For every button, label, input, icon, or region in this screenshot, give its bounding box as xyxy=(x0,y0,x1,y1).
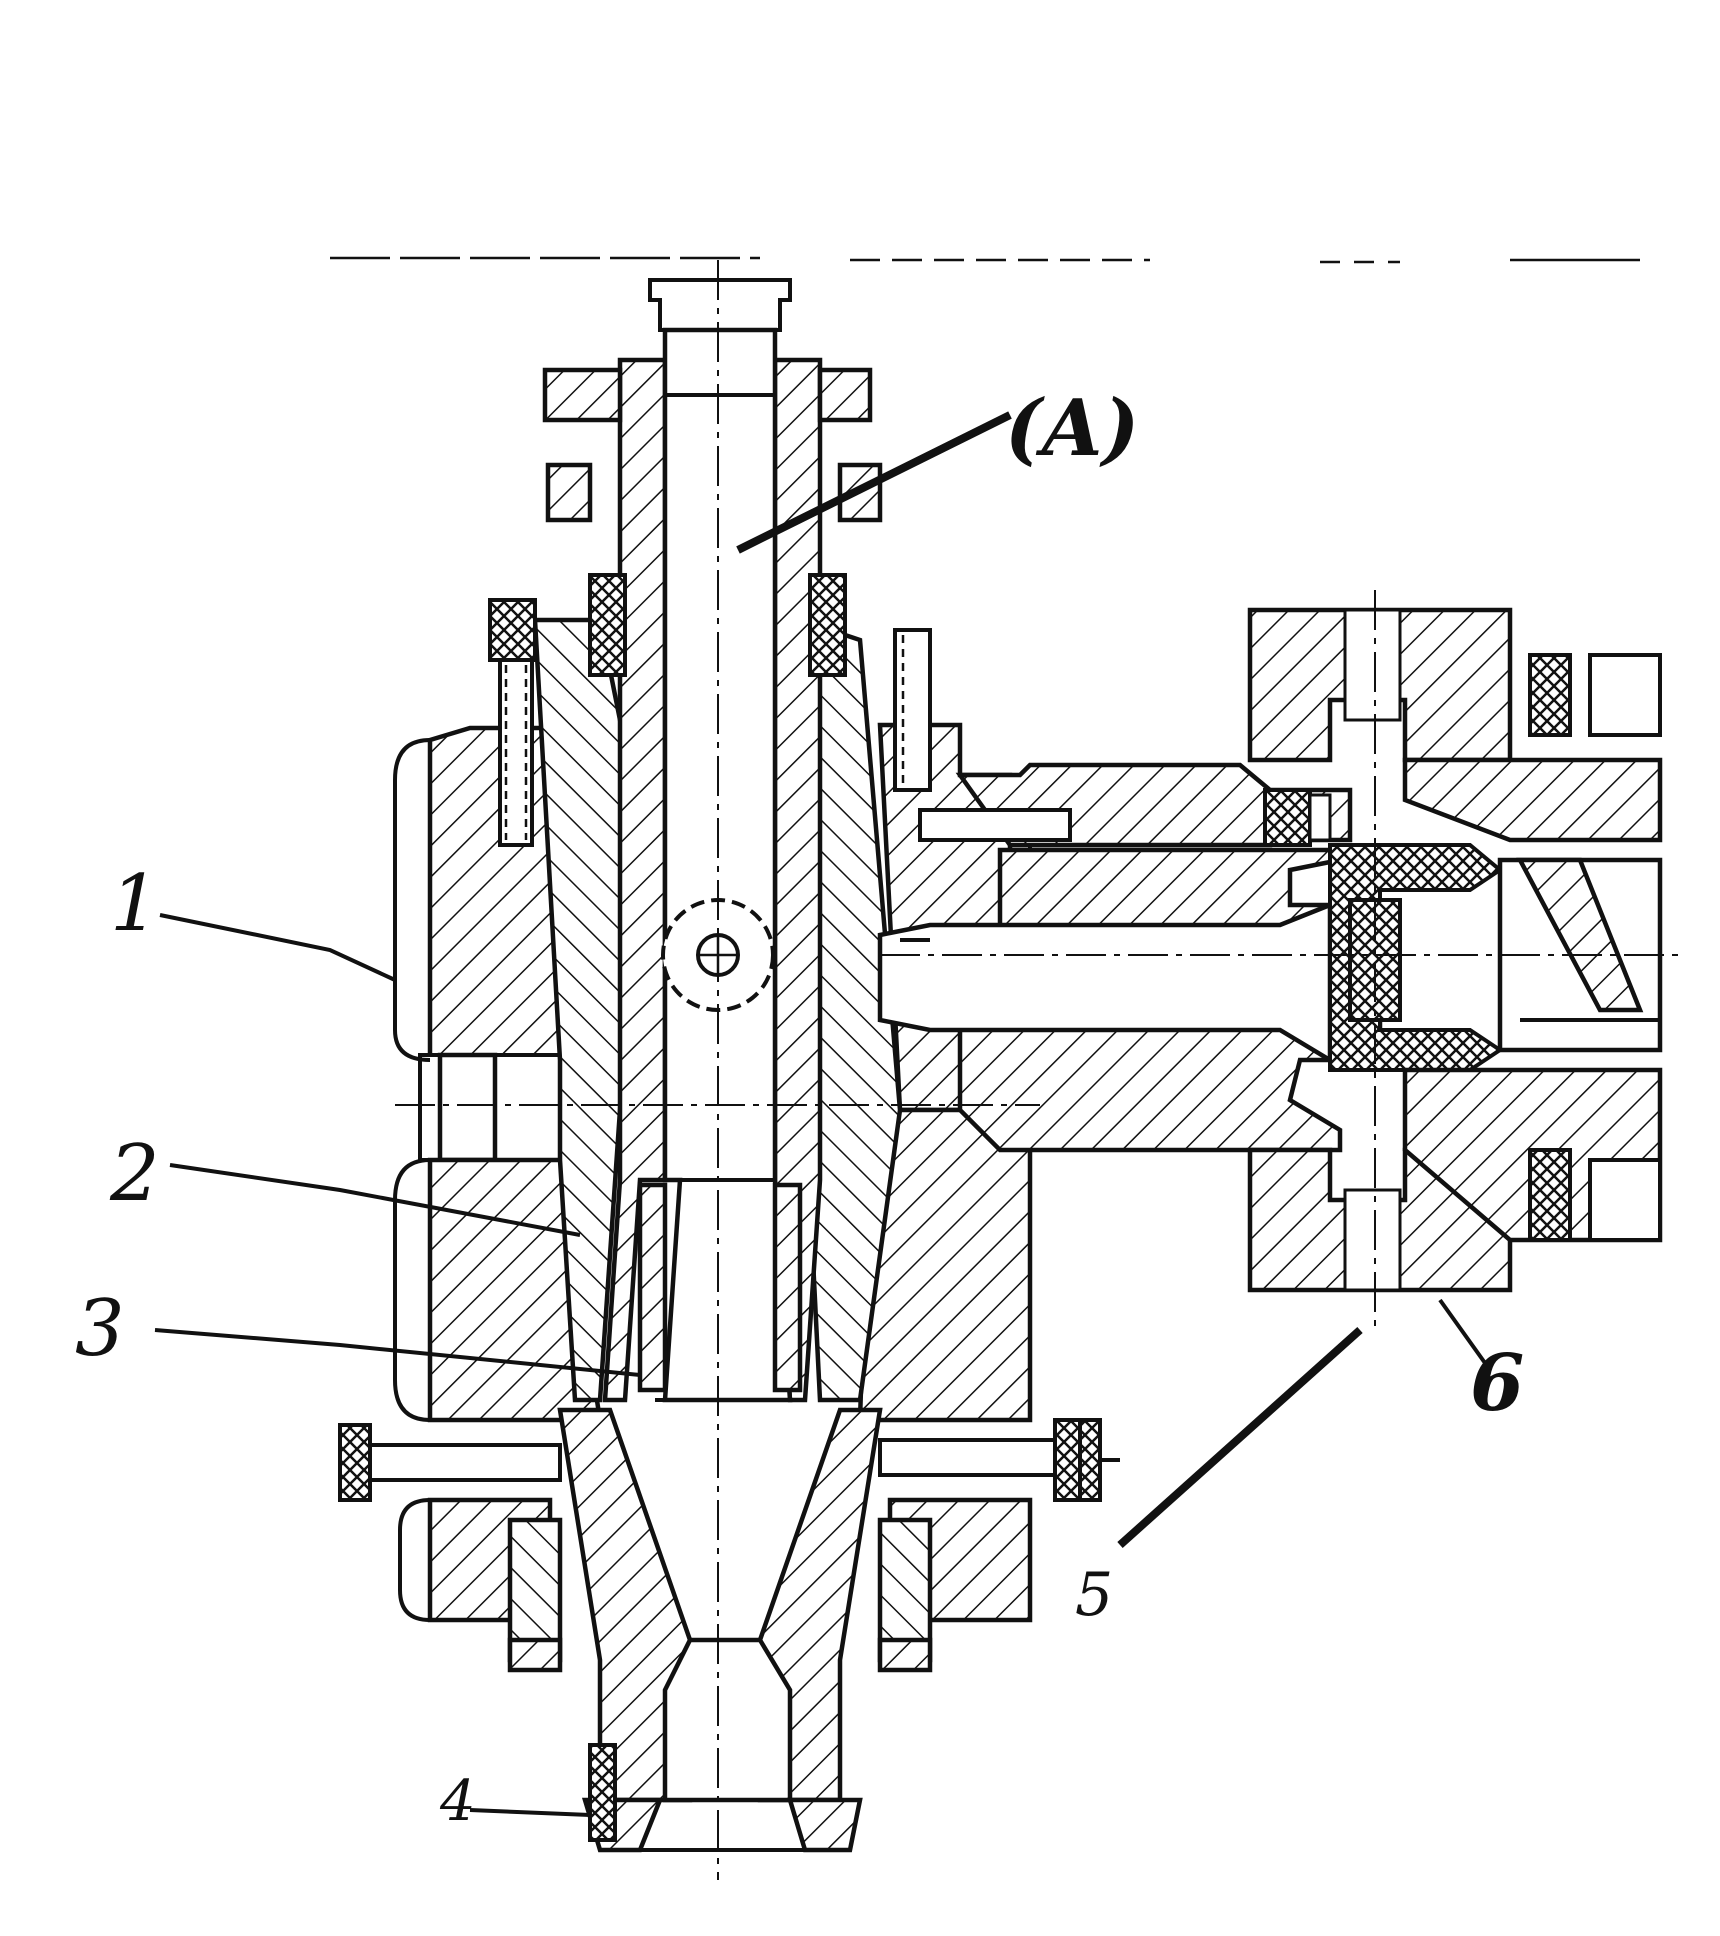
bottom-nozzle xyxy=(507,1407,933,1853)
label-4: 4 xyxy=(439,1769,476,1834)
label-6: 6 xyxy=(1470,1338,1524,1429)
leader-a xyxy=(736,411,1012,554)
label-a: (A) xyxy=(1005,383,1139,474)
outer-housing xyxy=(393,722,1033,1623)
leader-1 xyxy=(159,913,396,982)
leader-lines xyxy=(154,411,1492,1817)
tapered-sleeve xyxy=(532,616,903,1403)
leader-2 xyxy=(169,1163,581,1237)
label-5: 5 xyxy=(1075,1560,1113,1630)
label-1: 1 xyxy=(110,859,160,949)
leader-5 xyxy=(1117,1327,1363,1548)
side-handles xyxy=(338,1418,1120,1502)
center-lines xyxy=(395,260,1680,1880)
right-branch xyxy=(877,607,1663,1293)
central-tube xyxy=(542,278,883,1403)
leader-6 xyxy=(1438,1298,1492,1372)
top-reference-line xyxy=(330,256,1640,264)
label-2: 2 xyxy=(109,1129,160,1219)
upper-left-bolt xyxy=(488,598,537,847)
label-3: 3 xyxy=(75,1284,125,1374)
part-labels: (A) 1 2 3 4 5 6 xyxy=(75,383,1524,1834)
upper-right-stud xyxy=(893,628,932,792)
leader-4 xyxy=(469,1808,591,1817)
leader-3 xyxy=(154,1328,641,1377)
